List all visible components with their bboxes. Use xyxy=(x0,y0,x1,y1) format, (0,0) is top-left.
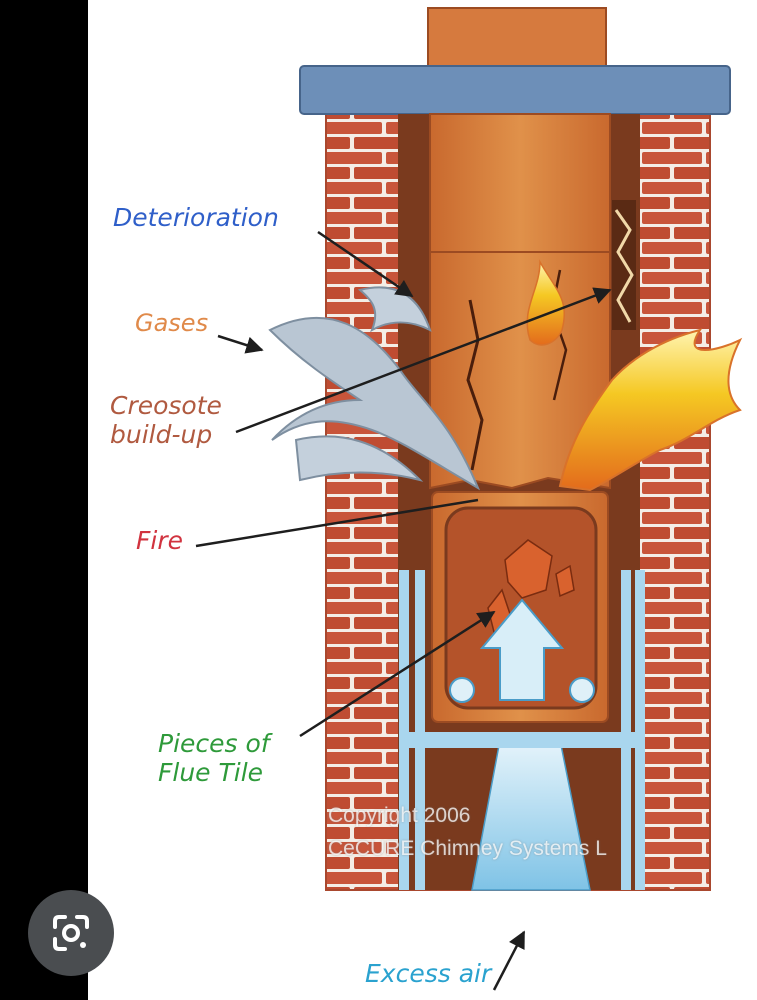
chimney-cap xyxy=(299,65,731,115)
label-gases: Gases xyxy=(135,309,209,337)
label-creosote-line2: build-up xyxy=(110,419,213,449)
pieces-arrow xyxy=(299,610,496,738)
left-black-margin xyxy=(0,0,88,1000)
google-lens-icon xyxy=(53,915,89,951)
air-swirl xyxy=(449,677,475,703)
label-creosote-buildup: Creosote build-up xyxy=(110,391,222,450)
tile-shard xyxy=(555,564,575,598)
label-pieces-line2: Flue Tile xyxy=(158,757,264,787)
flames xyxy=(558,328,743,492)
label-fire: Fire xyxy=(136,526,183,555)
watermark-line1: Copyright 2006 xyxy=(328,804,471,827)
creosote-arrow xyxy=(235,287,612,434)
label-pieces-of-flue-tile: Pieces of Flue Tile xyxy=(158,729,270,788)
flames xyxy=(526,259,566,346)
tile-shard xyxy=(504,539,553,599)
tile-crack xyxy=(466,299,484,471)
excess-air-arrow xyxy=(492,930,526,991)
gases-arrow xyxy=(217,334,264,354)
copyright-watermark: Copyright 2006 CeCURE Chimney Systems L xyxy=(328,800,728,865)
label-excess-air: Excess air xyxy=(365,959,492,988)
deterioration-arrow xyxy=(317,230,414,298)
deterioration-gap xyxy=(614,209,634,323)
fire-arrow xyxy=(195,498,479,548)
flue-top xyxy=(427,7,607,71)
label-pieces-line1: Pieces of xyxy=(158,729,270,758)
escaping-gases xyxy=(294,435,424,482)
watermark-line2: CeCURE Chimney Systems L xyxy=(328,836,607,860)
updraft-arrow xyxy=(479,598,565,701)
label-deterioration: Deterioration xyxy=(113,203,279,232)
air-channel-right xyxy=(621,570,645,890)
label-creosote-line1: Creosote xyxy=(110,391,222,420)
upper-flue-tile xyxy=(429,113,611,253)
air-swirl xyxy=(569,677,595,703)
escaping-gases xyxy=(268,316,481,491)
image-search-button[interactable] xyxy=(28,890,114,976)
air-channel-left xyxy=(399,570,425,890)
